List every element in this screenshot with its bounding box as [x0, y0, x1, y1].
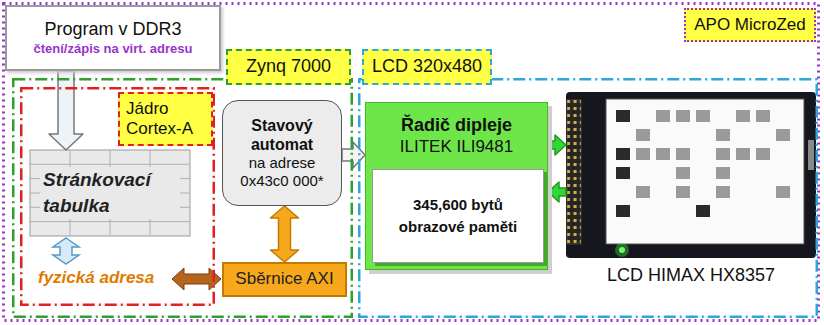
pixel-block — [616, 110, 630, 122]
module-caption: LCD HIMAX HX8357 — [607, 265, 775, 287]
pixel-block — [736, 148, 750, 160]
program-box: Program v DDR3čtení/zápis na virt. adres… — [5, 5, 221, 71]
double-arrow — [53, 238, 79, 264]
controller-title: Řadič dipleje — [401, 115, 512, 137]
pixel-block — [756, 148, 770, 160]
pin-header-pins — [567, 100, 581, 244]
pixel-block — [616, 167, 630, 179]
region-title: LCD 320x480 — [362, 49, 492, 85]
arrow-connector — [548, 182, 566, 202]
page-table: Stránkovací tabulka — [30, 150, 190, 236]
region-border — [13, 79, 352, 317]
pixel-block — [676, 167, 690, 179]
led — [619, 247, 625, 253]
region-title: Jádro Cortex-A — [118, 92, 213, 146]
box-title: Stavový automat — [227, 116, 337, 154]
pixel-block — [716, 129, 730, 141]
pixel-block — [716, 167, 730, 179]
pixel-block — [676, 186, 690, 198]
table-title: Stránkovací tabulka — [40, 167, 180, 218]
bus-box: Sběrnice AXI — [222, 262, 347, 297]
bus-name: Sběrnice AXI — [235, 269, 333, 289]
controller-box: Řadič diplejeILITEK ILI9481 345,600 bytů … — [365, 102, 548, 270]
arrow-connector — [548, 135, 566, 155]
arrow-connector — [271, 206, 299, 262]
region-title-text: Jádro Cortex-A — [126, 99, 205, 140]
pixel-block — [756, 110, 770, 122]
label-holder: fyzická adresa — [38, 268, 154, 288]
signal-label: fyzická adresa — [38, 268, 154, 288]
pixel-block — [716, 148, 730, 160]
pixel-block — [776, 129, 790, 141]
pixel-block — [676, 110, 690, 122]
pixel-block — [736, 110, 750, 122]
table-grid — [30, 150, 190, 236]
pixel-block — [616, 205, 630, 217]
memory-size: 345,600 bytů obrazové paměti — [379, 194, 537, 239]
pixel-block — [656, 110, 670, 122]
pixel-block — [676, 148, 690, 160]
lcd-screen — [606, 99, 804, 244]
region-border — [359, 79, 817, 317]
program-title: Program v DDR3 — [44, 19, 181, 41]
pixel-block — [656, 148, 670, 160]
region-title-text: Zynq 7000 — [246, 56, 331, 78]
lcd-region: LCD 320x480Řadič diplejeILITEK ILI948134… — [358, 78, 818, 318]
pixel-block — [616, 148, 630, 160]
board-connector — [808, 140, 814, 170]
arrow-connector — [342, 142, 365, 168]
lcd-module-picture — [566, 92, 816, 258]
address-note: na adrese 0x43c0 000* — [227, 154, 337, 190]
pixel-block — [636, 186, 650, 198]
region-title-text: LCD 320x480 — [372, 56, 482, 78]
pixel-block — [716, 186, 730, 198]
pixel-block — [696, 110, 710, 122]
region-title: APO MicroZed — [684, 8, 816, 42]
controller-chip: ILITEK ILI9481 — [400, 137, 513, 157]
pixel-block — [776, 186, 790, 198]
lcd-module: LCD HIMAX HX8357 — [566, 92, 816, 292]
state-machine-box: Stavový automatna adrese 0x43c0 000* — [222, 100, 342, 206]
screen-blocks — [616, 110, 790, 217]
region-border — [21, 88, 214, 305]
region-title: Zynq 7000 — [226, 49, 351, 85]
pixel-block — [696, 205, 710, 217]
memory-box: 345,600 bytů obrazové paměti — [372, 169, 544, 263]
region-border — [4, 4, 819, 321]
arrow-connector — [49, 71, 83, 150]
pin-header — [567, 100, 581, 244]
page-table-grid — [30, 150, 190, 236]
program-note: čtení/zápis na virt. adresu — [34, 41, 193, 57]
region-title-text: APO MicroZed — [694, 15, 805, 35]
pixel-block — [636, 129, 650, 141]
pixel-block — [636, 148, 650, 160]
lcd-board — [566, 92, 816, 258]
led-glow — [615, 243, 629, 257]
table-grid-lines — [30, 150, 190, 236]
